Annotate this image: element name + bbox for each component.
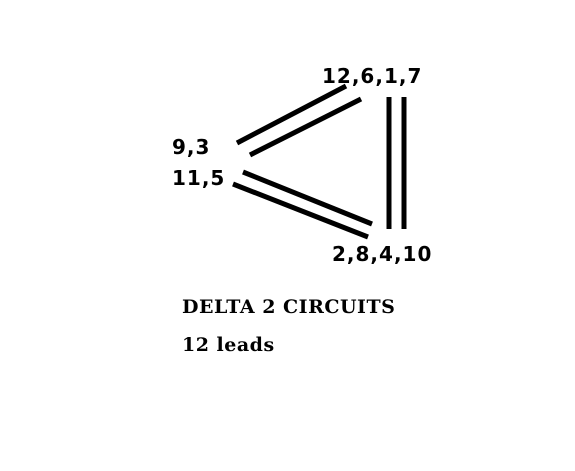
diagram-subtitle: 12 leads xyxy=(182,334,275,356)
node-label-bottom: 2,8,4,10 xyxy=(332,242,433,266)
diagram-title: DELTA 2 CIRCUITS xyxy=(182,296,396,318)
wire-left-to-top-outer xyxy=(235,83,348,146)
node-label-top: 12,6,1,7 xyxy=(322,64,423,88)
node-label-left-upper: 9,3 xyxy=(172,135,211,159)
wire-left-to-bottom-lower xyxy=(232,181,369,240)
wire-left-to-bottom-upper xyxy=(242,169,373,227)
node-label-left-lower: 11,5 xyxy=(172,166,226,190)
wire-left-to-top-inner xyxy=(248,96,363,158)
